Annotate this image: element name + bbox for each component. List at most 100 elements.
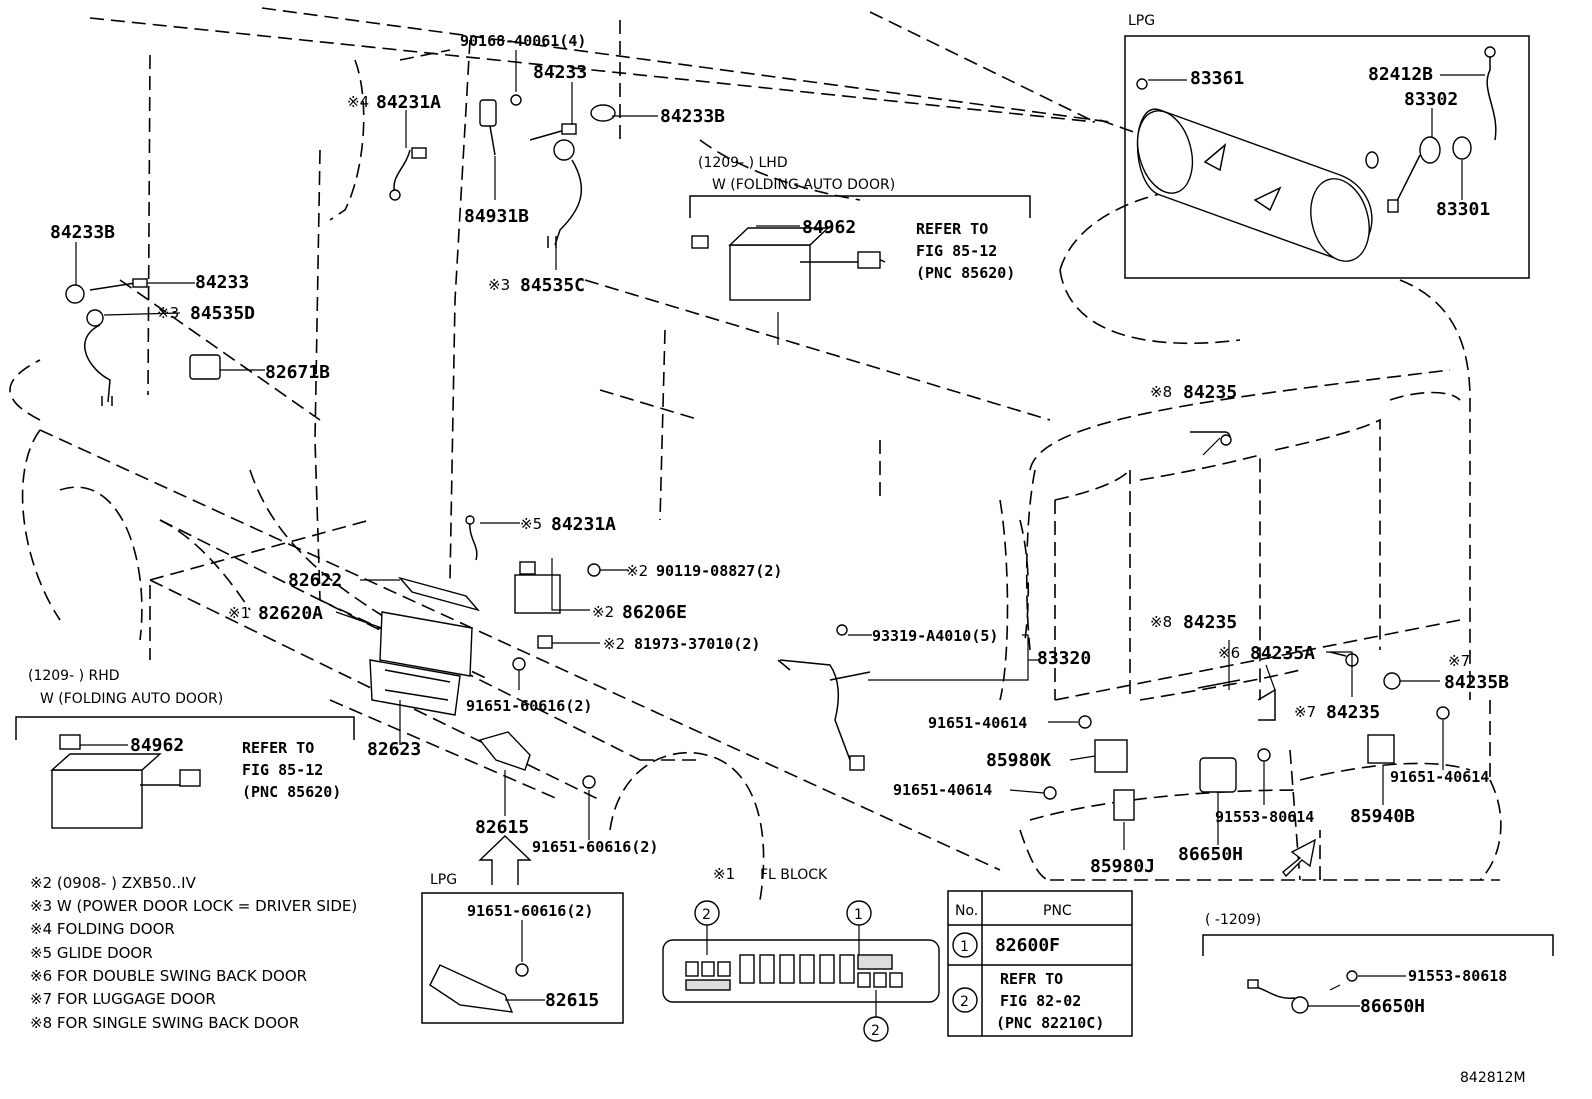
footnote-8: ※8 FOR SINGLE SWING BACK DOOR xyxy=(30,1014,299,1032)
callout-91553-80614: 91553-80614 xyxy=(1215,808,1314,826)
inset-1209: ( -1209) 91553-80618 86650H xyxy=(1202,912,1554,1017)
callout-84235-top: 84235 xyxy=(1183,382,1237,403)
callout-labels: 90168-40061(4) 84233 84233B ※4 84231A 84… xyxy=(50,32,1509,877)
callout-91651-40614-c: 91651-40614 xyxy=(1390,768,1489,786)
lpg-top-inset: LPG 83361 82412B 83302 83301 xyxy=(1124,13,1530,279)
callout-81973-37010: 81973-37010(2) xyxy=(634,635,760,653)
lhd-inset: (1209- ) LHD W (FOLDING AUTO DOOR) 84962… xyxy=(689,155,1031,301)
callout-91651-60616-b: 91651-60616(2) xyxy=(532,838,658,856)
callout-91651-60616-a: 91651-60616(2) xyxy=(466,697,592,715)
footnote-2: ※2 (0908- ) ZXB50..IV xyxy=(30,874,197,892)
callout-84235-mid-mark: ※8 xyxy=(1150,613,1172,631)
lhd-refer-line1: REFER TO xyxy=(916,220,988,238)
footnotes: ※2 (0908- ) ZXB50..IV ※3 W (POWER DOOR L… xyxy=(30,874,357,1032)
pnc-row2-no: 2 xyxy=(960,994,969,1010)
lhd-refer-line3: (PNC 85620) xyxy=(916,264,1015,282)
rhd-header-line2: W (FOLDING AUTO DOOR) xyxy=(40,691,223,707)
rhd-refer-line2: FIG 85-12 xyxy=(242,761,323,779)
inset-1209-header: ( -1209) xyxy=(1205,912,1261,928)
fl-block-marker-2-bottom: 2 xyxy=(871,1023,880,1039)
callout-84235-top-mark: ※8 xyxy=(1150,383,1172,401)
lhd-refer-line2: FIG 85-12 xyxy=(916,242,997,260)
callout-93319-A4010: 93319-A4010(5) xyxy=(872,627,998,645)
pnc-row2-line3: (PNC 82210C) xyxy=(996,1014,1104,1032)
footnote-5: ※5 GLIDE DOOR xyxy=(30,944,153,962)
callout-84231A-mid: 84231A xyxy=(551,514,616,535)
callout-82671B: 82671B xyxy=(265,362,330,383)
callout-86206E-mark: ※2 xyxy=(592,603,614,621)
fl-block-fuses xyxy=(685,954,903,991)
callout-84235A-mark: ※6 xyxy=(1218,644,1240,662)
callout-84535D: 84535D xyxy=(190,303,255,324)
lhd-header-line1: (1209- ) LHD xyxy=(698,155,788,171)
lpg-bottom-title: LPG xyxy=(430,872,457,888)
callout-90168-40061: 90168-40061(4) xyxy=(460,32,586,50)
fl-block-title: FL BLOCK xyxy=(760,867,828,883)
callout-84233B-top: 84233B xyxy=(660,106,725,127)
pnc-row1-pnc: 82600F xyxy=(995,935,1060,956)
callout-82615: 82615 xyxy=(475,817,529,838)
callout-84535C: 84535C xyxy=(520,275,585,296)
callout-84235-low-mark: ※7 xyxy=(1294,703,1316,721)
vehicle-outline xyxy=(9,7,1502,901)
callout-90119-mark: ※2 xyxy=(626,562,648,580)
callout-84235-mid: 84235 xyxy=(1183,612,1237,633)
pnc-col-no: No. xyxy=(955,903,978,919)
fl-block-mark: ※1 xyxy=(713,865,735,883)
callout-84235A: 84235A xyxy=(1250,643,1315,664)
rhd-refer-line1: REFER TO xyxy=(242,739,314,757)
callout-84233-top: 84233 xyxy=(533,62,587,83)
lpg-part-83302: 83302 xyxy=(1404,89,1458,110)
callout-81973-mark: ※2 xyxy=(603,635,625,653)
callout-82620A: 82620A xyxy=(258,603,323,624)
callout-84535C-mark: ※3 xyxy=(488,276,510,294)
callout-85940B: 85940B xyxy=(1350,806,1415,827)
callout-84235B-mark: ※7 xyxy=(1448,652,1470,670)
callout-82620A-mark: ※1 xyxy=(228,604,250,622)
inset-1209-part: 86650H xyxy=(1360,996,1425,1017)
callout-84231A-top-mark: ※4 xyxy=(347,93,369,111)
rhd-header-line1: (1209- ) RHD xyxy=(28,668,120,684)
fl-block: ※1 FL BLOCK 2 1 2 xyxy=(662,865,940,1042)
pnc-row2-line1: REFR TO xyxy=(1000,970,1063,988)
rhd-part-84962: 84962 xyxy=(130,735,184,756)
callout-82622: 82622 xyxy=(288,570,342,591)
rhd-refer-line3: (PNC 85620) xyxy=(242,783,341,801)
lpg-part-83361: 83361 xyxy=(1190,68,1244,89)
callout-84931B: 84931B xyxy=(464,206,529,227)
callout-84235B: 84235B xyxy=(1444,672,1509,693)
leader-lines xyxy=(75,50,1444,850)
callout-82623: 82623 xyxy=(367,739,421,760)
diagram-id: 842812M xyxy=(1460,1070,1526,1086)
callout-86206E: 86206E xyxy=(622,602,687,623)
lhd-part-84962: 84962 xyxy=(802,217,856,238)
callout-84233B-left: 84233B xyxy=(50,222,115,243)
callout-85980K: 85980K xyxy=(986,750,1051,771)
callout-91651-40614-b: 91651-40614 xyxy=(893,781,992,799)
pnc-table: No. PNC 1 82600F 2 REFR TO FIG 82-02 (PN… xyxy=(947,890,1133,1037)
fl-block-marker-1: 1 xyxy=(854,907,863,923)
callout-84235-low: 84235 xyxy=(1326,702,1380,723)
callout-84233-left: 84233 xyxy=(195,272,249,293)
lpg-bottom-bolt: 91651-60616(2) xyxy=(467,902,593,920)
footnote-6: ※6 FOR DOUBLE SWING BACK DOOR xyxy=(30,967,307,985)
callout-90119-08827: 90119-08827(2) xyxy=(656,562,782,580)
fl-block-marker-2-top: 2 xyxy=(702,907,711,923)
callout-84231A-mid-mark: ※5 xyxy=(520,515,542,533)
callout-84535D-mark: ※3 xyxy=(157,304,179,322)
lpg-bottom-bracket: 82615 xyxy=(545,990,599,1011)
lpg-part-83301: 83301 xyxy=(1436,199,1490,220)
callout-84231A-top: 84231A xyxy=(376,92,441,113)
rhd-inset: (1209- ) RHD W (FOLDING AUTO DOOR) 84962… xyxy=(15,668,355,829)
lhd-header-line2: W (FOLDING AUTO DOOR) xyxy=(712,177,895,193)
callout-86650H: 86650H xyxy=(1178,844,1243,865)
callout-91651-40614-a: 91651-40614 xyxy=(928,714,1027,732)
callout-85980J: 85980J xyxy=(1090,856,1155,877)
lpg-part-82412B: 82412B xyxy=(1368,64,1433,85)
inset-1209-nut: 91553-80618 xyxy=(1408,967,1507,985)
callout-83320: 83320 xyxy=(1037,648,1091,669)
part-drawings xyxy=(65,94,1450,885)
footnote-3: ※3 W (POWER DOOR LOCK = DRIVER SIDE) xyxy=(30,897,357,915)
footnote-4: ※4 FOLDING DOOR xyxy=(30,920,175,938)
